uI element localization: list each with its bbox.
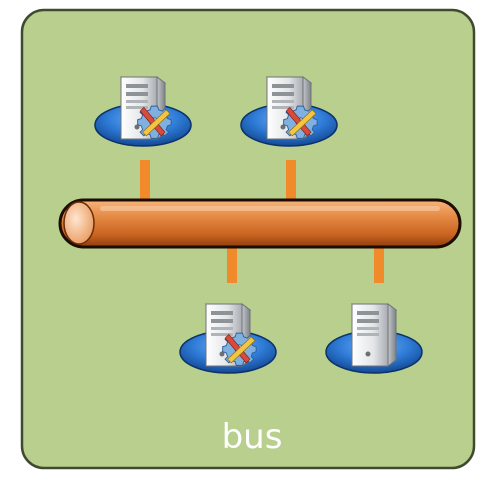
- server-icon: [351, 303, 397, 367]
- network-node-bottom-left: [179, 303, 277, 374]
- connector-bottom-right: [374, 245, 384, 283]
- network-node-top-left: [94, 76, 192, 147]
- server-with-config-icon: [120, 76, 172, 140]
- connector-top-right: [286, 160, 296, 202]
- network-node-top-right: [240, 76, 338, 147]
- server-with-config-icon: [205, 303, 257, 367]
- connector-top-left: [140, 160, 150, 202]
- connector-bottom-left: [227, 245, 237, 283]
- server-with-config-icon: [266, 76, 318, 140]
- network-node-bottom-right: [325, 303, 423, 374]
- bus-cable: [58, 198, 462, 249]
- diagram-caption: bus: [222, 417, 283, 457]
